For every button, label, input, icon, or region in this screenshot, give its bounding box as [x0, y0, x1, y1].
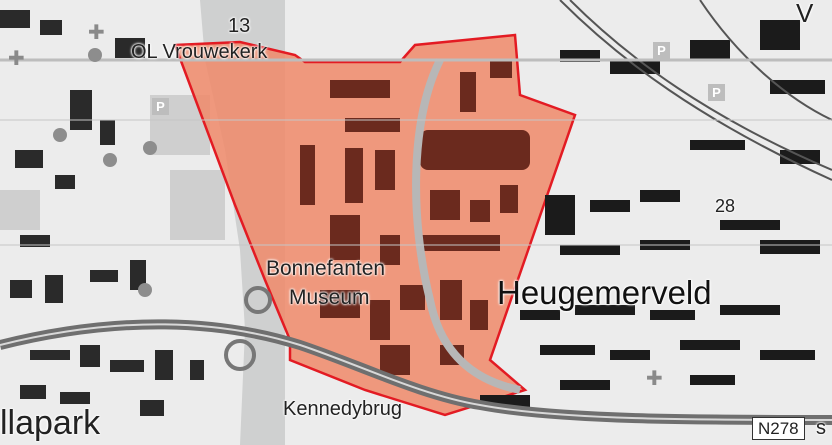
bridge-label: Kennedybrug	[283, 398, 402, 420]
main-street	[412, 58, 521, 394]
route-shield-n278: N278	[752, 417, 805, 440]
parking-icon: P	[653, 42, 670, 59]
church-markers	[53, 48, 157, 297]
road-label-v: V	[796, 0, 814, 28]
museum-label-line1[interactable]: Bonnefanten	[266, 257, 386, 280]
road-label-s: s	[816, 417, 826, 439]
district-label: Heugemerveld	[497, 274, 712, 311]
railway	[559, 0, 832, 181]
city-center-blocks	[0, 10, 204, 416]
church-cross-icon: ✚	[88, 20, 105, 44]
highway-median	[0, 323, 832, 421]
park-label: llapark	[0, 404, 101, 442]
road-number-13: 13	[228, 15, 251, 37]
parking-icon: P	[152, 98, 169, 115]
road-number-28: 28	[715, 196, 736, 216]
parking-icon: P	[708, 84, 725, 101]
museum-label-line2[interactable]: Museum	[289, 286, 370, 309]
highlighted-buildings	[300, 60, 530, 375]
interchange	[224, 286, 272, 371]
church-label: OL Vrouwekerk	[131, 41, 268, 63]
church-cross-icon: ✚	[646, 366, 663, 390]
church-cross-icon: ✚	[8, 46, 25, 70]
